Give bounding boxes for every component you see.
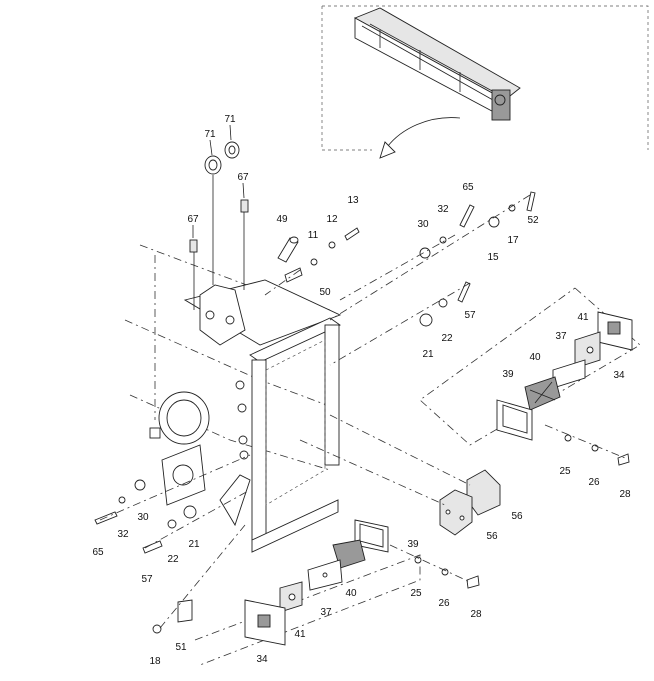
callout-41: 41 (294, 629, 306, 640)
callout-32: 32 (437, 204, 449, 215)
callout-12: 12 (326, 214, 338, 225)
callout-21: 21 (422, 349, 434, 360)
callout-56: 56 (486, 531, 498, 542)
washer-12 (328, 241, 336, 249)
callout-34: 34 (256, 654, 268, 665)
nut-26 (441, 568, 449, 576)
washer-25 (414, 556, 422, 564)
callout-40: 40 (529, 352, 541, 363)
callout-26: 26 (588, 477, 600, 488)
screw-28 (617, 453, 630, 466)
callout-71: 71 (204, 129, 216, 140)
callout-17: 17 (507, 235, 519, 246)
main-frame-assembly (149, 279, 342, 553)
bolt-52 (526, 191, 536, 212)
washer-11 (310, 258, 318, 266)
washer-30 (134, 479, 146, 491)
callout-32: 32 (117, 529, 129, 540)
callout-18: 18 (149, 656, 161, 667)
callout-15: 15 (487, 252, 499, 263)
lower-lamp-assembly (194, 519, 480, 666)
callout-65: 65 (462, 182, 474, 193)
callout-labels: 71 71 67 67 49 11 12 13 50 30 32 65 52 1… (92, 114, 631, 667)
callout-40: 40 (345, 588, 357, 599)
callout-28: 28 (619, 489, 631, 500)
pin-49 (277, 237, 299, 263)
callout-57: 57 (464, 310, 476, 321)
callout-30: 30 (417, 219, 429, 230)
callout-21: 21 (188, 539, 200, 550)
location-inset (321, 5, 649, 159)
washer-32 (118, 496, 126, 504)
reflector-boxes-56 (299, 414, 501, 536)
bolt-65 (94, 511, 118, 525)
callout-22: 22 (441, 333, 453, 344)
screw-28 (466, 575, 480, 589)
bolt-65 (459, 204, 475, 228)
upper-lamp-assembly (419, 287, 641, 466)
callout-57: 57 (141, 574, 153, 585)
washer-21 (183, 505, 197, 519)
callout-67: 67 (187, 214, 199, 225)
washer-21 (419, 313, 433, 327)
callout-41: 41 (577, 312, 589, 323)
callout-26: 26 (438, 598, 450, 609)
callout-34: 34 (613, 370, 625, 381)
washer-32 (439, 236, 447, 244)
grease-fitting-67 (240, 199, 249, 213)
callout-65: 65 (92, 547, 104, 558)
washer-30 (419, 247, 431, 259)
grease-fitting-67 (189, 239, 198, 253)
nut-18 (152, 624, 162, 634)
callout-49: 49 (276, 214, 288, 225)
callout-52: 52 (527, 215, 539, 226)
callout-39: 39 (502, 369, 514, 380)
callout-30: 30 (137, 512, 149, 523)
right-fasteners (329, 191, 536, 366)
bolt-57 (142, 540, 163, 554)
bracket-51 (177, 599, 193, 623)
bolt-57 (457, 281, 471, 303)
callout-22: 22 (167, 554, 179, 565)
washer-25 (564, 434, 572, 442)
callout-13: 13 (347, 195, 359, 206)
callout-25: 25 (559, 466, 571, 477)
machine-overview-illustration (353, 7, 521, 121)
callout-50: 50 (319, 287, 331, 298)
location-arrow (384, 117, 461, 151)
washer-22 (167, 519, 177, 529)
box-56 (439, 489, 473, 536)
bolt-13 (344, 227, 360, 241)
callout-25: 25 (410, 588, 422, 599)
callout-56: 56 (511, 511, 523, 522)
gasket-37 (552, 359, 586, 389)
callout-51: 51 (175, 642, 187, 653)
top-fasteners (189, 124, 360, 310)
left-fasteners (94, 454, 251, 634)
callout-37: 37 (320, 607, 332, 618)
callout-37: 37 (555, 331, 567, 342)
washer-15 (488, 216, 500, 228)
callout-39: 39 (407, 539, 419, 550)
callout-71: 71 (224, 114, 236, 125)
callout-28: 28 (470, 609, 482, 620)
callout-67: 67 (237, 172, 249, 183)
washer-22 (438, 298, 448, 308)
callout-11: 11 (308, 230, 319, 241)
